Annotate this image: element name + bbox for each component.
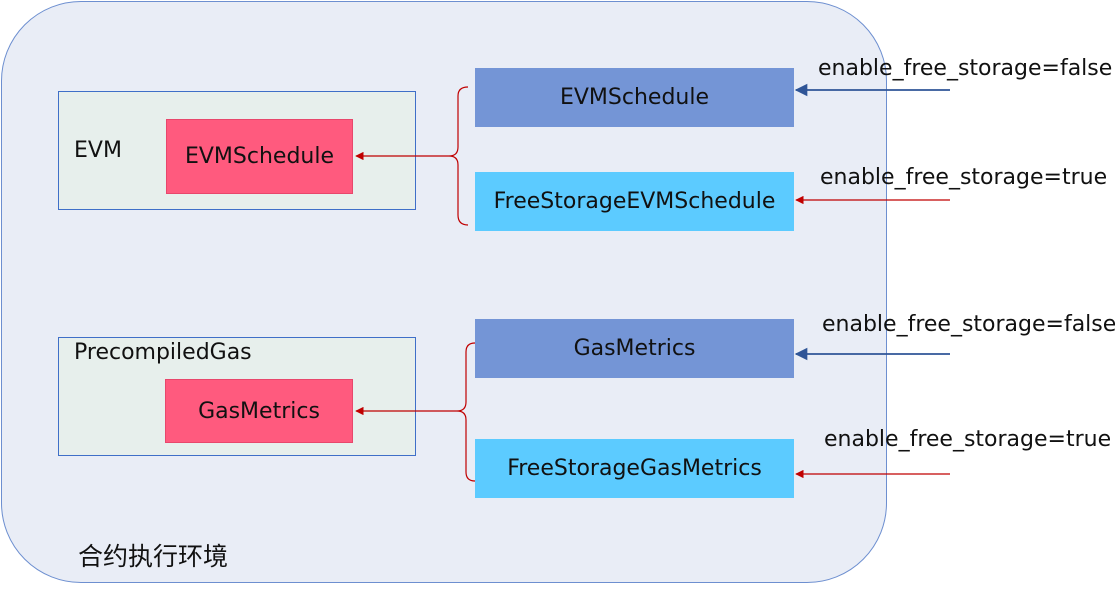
flag-label-gas-metrics: enable_free_storage=false: [822, 312, 1115, 337]
evm-group-label: EVM: [74, 138, 122, 163]
precompiled-gas-inner-metrics-box: GasMetrics: [165, 379, 353, 443]
flag-label-evm-schedule: enable_free_storage=false: [818, 56, 1113, 81]
flag-label-free-storage-evm-schedule: enable_free_storage=true: [820, 165, 1108, 190]
execution-environment-label: 合约执行环境: [78, 542, 229, 571]
option-gas-metrics-box: GasMetrics: [475, 319, 794, 378]
flag-label-free-storage-gas-metrics: enable_free_storage=true: [824, 427, 1112, 452]
precompiled-gas-group-label: PrecompiledGas: [74, 340, 252, 365]
option-free-storage-evm-schedule-box: FreeStorageEVMSchedule: [475, 172, 794, 231]
option-evm-schedule-box: EVMSchedule: [475, 68, 794, 127]
option-free-storage-gas-metrics-box: FreeStorageGasMetrics: [475, 439, 794, 498]
evm-inner-schedule-box: EVMSchedule: [166, 119, 353, 194]
